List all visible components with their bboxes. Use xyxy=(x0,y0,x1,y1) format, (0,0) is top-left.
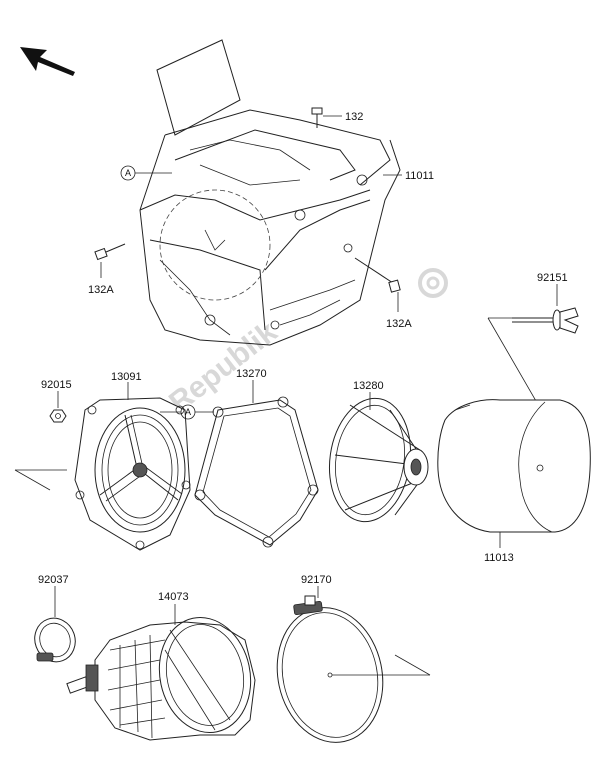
bolt-132-part xyxy=(311,107,323,128)
part-label-92151: 92151 xyxy=(537,272,568,284)
bolt-132a-right-part xyxy=(354,257,401,312)
part-label-92170: 92170 xyxy=(301,574,332,586)
callout-a-middle: A xyxy=(160,404,214,420)
clamp-92037-part xyxy=(34,617,76,663)
part-label-132a-right: 132A xyxy=(386,318,412,330)
clamp-92170-part xyxy=(276,595,384,743)
duct-14073-part xyxy=(66,617,256,741)
part-label-92015: 92015 xyxy=(41,379,72,391)
part-label-92037: 92037 xyxy=(38,574,69,586)
holder-13091-part xyxy=(74,397,191,551)
part-label-13091: 13091 xyxy=(111,371,142,383)
wing-bolt-92151-part xyxy=(512,307,579,334)
filter-element-11013-part xyxy=(437,399,591,533)
bolt-132a-left-part xyxy=(94,243,126,278)
part-label-14073: 14073 xyxy=(158,591,189,603)
part-label-13280: 13280 xyxy=(353,380,384,392)
part-label-132: 132 xyxy=(345,111,363,123)
part-label-132a-left: 132A xyxy=(88,284,114,296)
gasket-13270-part xyxy=(194,396,319,548)
part-label-11013: 11013 xyxy=(484,552,514,564)
nut-92015-part xyxy=(49,409,67,423)
gear-watermark-icon xyxy=(418,268,448,298)
callout-letter-middle: A xyxy=(185,407,191,417)
direction-arrow-icon xyxy=(20,47,75,76)
callout-a-top: A xyxy=(120,165,172,181)
part-label-13270: 13270 xyxy=(236,368,267,380)
callout-letter-top: A xyxy=(125,168,131,178)
cage-13280-part xyxy=(328,397,429,523)
air-cleaner-case-part xyxy=(139,39,401,346)
part-label-11011: 11011 xyxy=(405,170,434,182)
